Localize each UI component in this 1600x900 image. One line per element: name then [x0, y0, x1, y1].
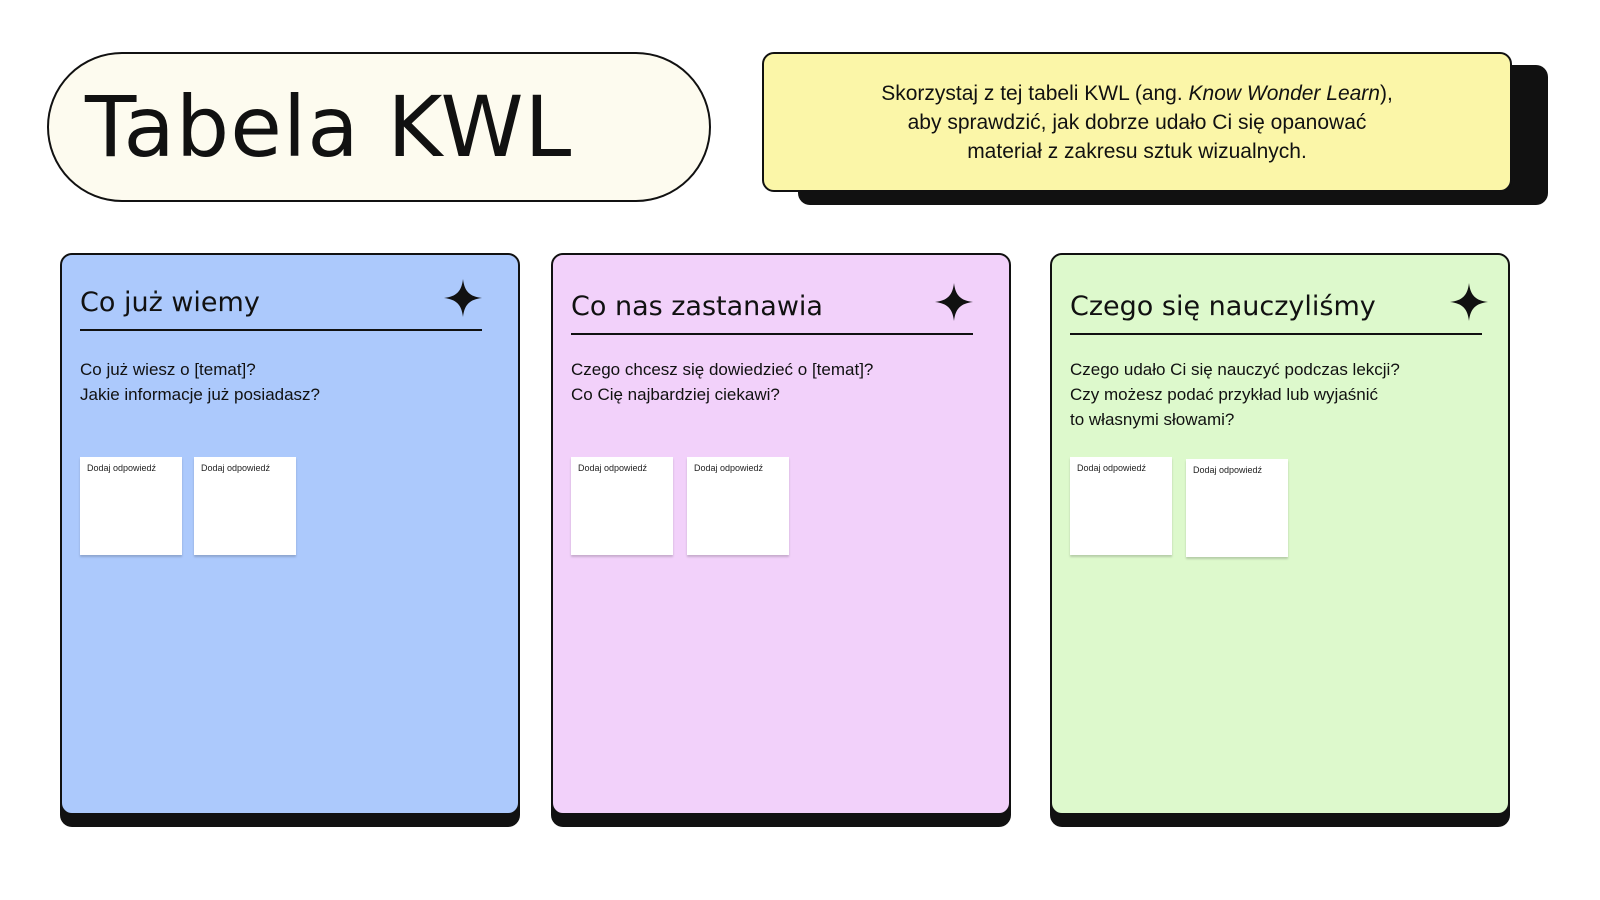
- sticky-note[interactable]: Dodaj odpowiedź: [194, 457, 296, 555]
- intro-line-2: aby sprawdzić, jak dobrze udało Ci się o…: [907, 110, 1367, 134]
- intro-line-1-end: ),: [1379, 81, 1393, 105]
- sticky-note[interactable]: Dodaj odpowiedź: [687, 457, 789, 555]
- column-heading[interactable]: Co nas zastanawia: [571, 291, 823, 322]
- column-header: Co nas zastanawia: [571, 287, 973, 335]
- prompt-line: Co już wiesz o [temat]?: [80, 360, 256, 379]
- sticky-notes: Dodaj odpowiedź Dodaj odpowiedź: [571, 457, 789, 555]
- column-prompt[interactable]: Co już wiesz o [temat]? Jakie informacje…: [80, 357, 478, 407]
- intro-line-3: materiał z zakresu sztuk wizualnych.: [967, 139, 1307, 163]
- column-heading[interactable]: Co już wiemy: [80, 287, 260, 318]
- column-learn[interactable]: Czego się nauczyliśmy Czego udało Ci się…: [1050, 253, 1510, 815]
- intro-text[interactable]: Skorzystaj z tej tabeli KWL (ang. Know W…: [881, 79, 1393, 166]
- prompt-line: Jakie informacje już posiadasz?: [80, 385, 321, 404]
- page-title[interactable]: Tabela KWL: [85, 78, 573, 176]
- sticky-note[interactable]: Dodaj odpowiedź: [1186, 459, 1288, 557]
- title-banner: Tabela KWL: [47, 52, 711, 202]
- sticky-notes: Dodaj odpowiedź Dodaj odpowiedź: [80, 457, 296, 555]
- column-wonder[interactable]: Co nas zastanawia Czego chcesz się dowie…: [551, 253, 1011, 815]
- prompt-line: Czego chcesz się dowiedzieć o [temat]?: [571, 360, 874, 379]
- intro-line-1-italic: Know Wonder Learn: [1188, 81, 1380, 105]
- intro-line-1-start: Skorzystaj z tej tabeli KWL (ang.: [881, 81, 1189, 105]
- prompt-line: Co Cię najbardziej ciekawi?: [571, 385, 780, 404]
- column-prompt[interactable]: Czego udało Ci się nauczyć podczas lekcj…: [1070, 357, 1468, 432]
- column-heading[interactable]: Czego się nauczyliśmy: [1070, 291, 1376, 322]
- column-header: Co już wiemy: [80, 283, 482, 331]
- sticky-note[interactable]: Dodaj odpowiedź: [1070, 457, 1172, 555]
- sparkle-icon: [1450, 283, 1488, 321]
- intro-box: Skorzystaj z tej tabeli KWL (ang. Know W…: [762, 52, 1512, 192]
- sticky-notes: Dodaj odpowiedź Dodaj odpowiedź: [1070, 457, 1288, 557]
- sticky-note[interactable]: Dodaj odpowiedź: [571, 457, 673, 555]
- sticky-note[interactable]: Dodaj odpowiedź: [80, 457, 182, 555]
- sparkle-icon: [444, 279, 482, 317]
- column-know[interactable]: Co już wiemy Co już wiesz o [temat]? Jak…: [60, 253, 520, 815]
- sparkle-icon: [935, 283, 973, 321]
- prompt-line: to własnymi słowami?: [1070, 410, 1235, 429]
- prompt-line: Czy możesz podać przykład lub wyjaśnić: [1070, 385, 1379, 404]
- column-prompt[interactable]: Czego chcesz się dowiedzieć o [temat]? C…: [571, 357, 969, 407]
- column-header: Czego się nauczyliśmy: [1070, 287, 1482, 335]
- prompt-line: Czego udało Ci się nauczyć podczas lekcj…: [1070, 360, 1400, 379]
